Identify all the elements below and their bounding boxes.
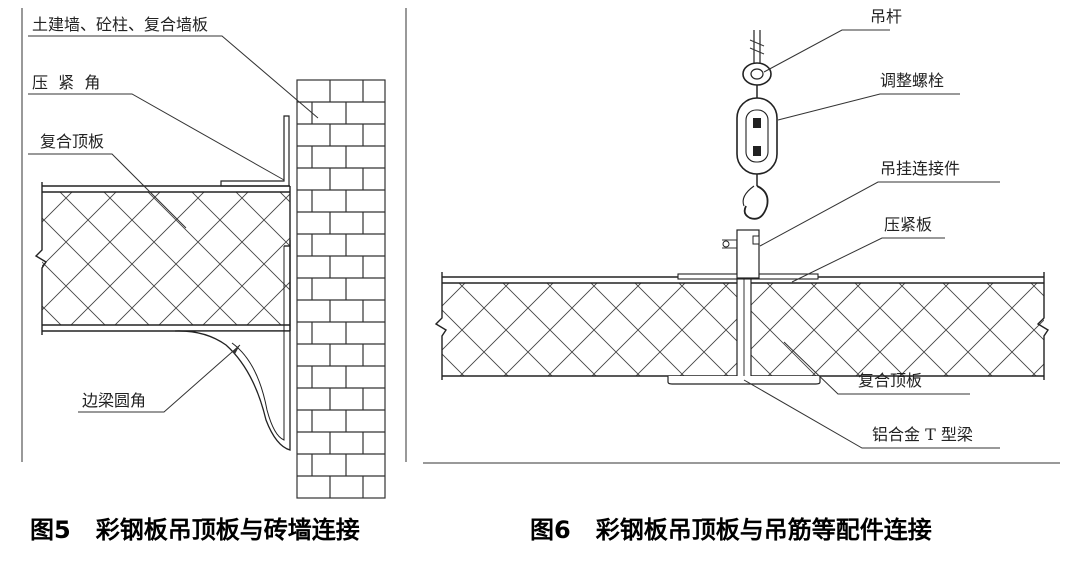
label-composite-panel-6: 复合顶板 xyxy=(858,371,922,390)
label-adjusting-bolt: 调整螺栓 xyxy=(880,71,944,90)
hanger-connector xyxy=(722,229,760,279)
composite-roof-panel xyxy=(34,182,291,335)
fig6-leaders xyxy=(743,29,1000,449)
figure-5-caption: 图5 彩钢板吊顶板与砖墙连接 xyxy=(30,516,360,544)
label-composite-panel: 复合顶板 xyxy=(40,132,104,151)
hanging-rod xyxy=(742,30,772,86)
figure-6: 吊杆 调整螺栓 吊挂连接件 压紧板 复合顶板 铝合金 T 型梁 图6 彩钢板吊顶… xyxy=(423,7,1060,544)
brick-wall xyxy=(296,79,386,499)
hook xyxy=(742,185,769,220)
figure-5: 土建墙、砼柱、复合墙板 压 紧 角 复合顶板 边梁圆角 图5 彩钢板吊顶板与砖墙… xyxy=(21,8,407,544)
edge-beam-fillet xyxy=(174,240,291,451)
label-wall: 土建墙、砼柱、复合墙板 xyxy=(32,15,208,34)
label-pressing-angle: 压 紧 角 xyxy=(32,73,100,92)
adjusting-bolt xyxy=(736,85,778,186)
label-pressing-plate: 压紧板 xyxy=(884,215,932,234)
label-t-beam: 铝合金 T 型梁 xyxy=(872,425,973,444)
label-edge-fillet: 边梁圆角 xyxy=(82,391,146,410)
fig5-leaders xyxy=(28,35,319,413)
label-hanger-connector: 吊挂连接件 xyxy=(880,159,960,178)
label-hanging-rod: 吊杆 xyxy=(870,7,902,26)
figure-6-caption: 图6 彩钢板吊顶板与吊筋等配件连接 xyxy=(530,516,932,544)
pressing-angle xyxy=(220,115,290,187)
